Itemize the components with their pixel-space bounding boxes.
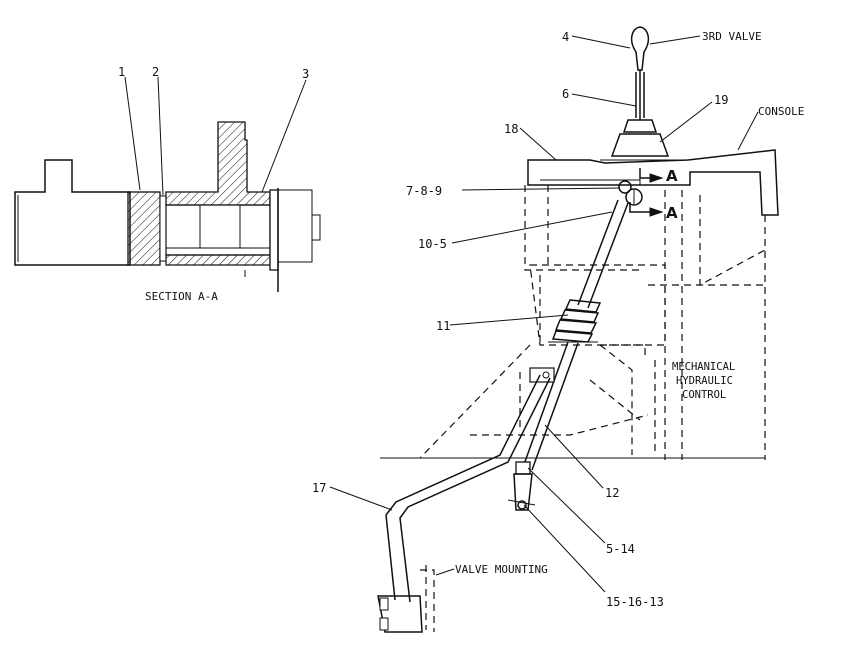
label-hydraulic: HYDRAULIC: [676, 375, 733, 387]
label-control: CONTROL: [682, 389, 726, 401]
label-mechanical: MECHANICAL: [672, 361, 735, 373]
callout-19: 19: [714, 93, 728, 107]
callout-6: 6: [562, 87, 569, 101]
callout-2: 2: [152, 65, 159, 79]
callout-18: 18: [504, 122, 518, 136]
callout-12: 12: [605, 486, 619, 500]
callout-5-14: 5-14: [606, 542, 635, 556]
callout-15-16-13: 15-16-13: [606, 595, 664, 609]
label-3rd-valve: 3RD VALVE: [702, 30, 762, 43]
section-caption: SECTION A-A: [145, 290, 218, 303]
callout-4: 4: [562, 30, 569, 44]
section-view: [14, 76, 321, 292]
callout-11: 11: [436, 319, 450, 333]
assembly-view: [329, 26, 779, 633]
callout-7-8-9: 7-8-9: [406, 184, 442, 198]
callout-3: 3: [302, 67, 309, 81]
section-mark-lower: A: [666, 204, 678, 222]
callout-1: 1: [118, 65, 125, 79]
callout-17: 17: [312, 481, 326, 495]
label-console: CONSOLE: [758, 105, 804, 118]
label-valve-mounting: VALVE MOUNTING: [455, 563, 548, 576]
section-mark-upper: A: [666, 167, 678, 185]
callout-10-5: 10-5: [418, 237, 447, 251]
